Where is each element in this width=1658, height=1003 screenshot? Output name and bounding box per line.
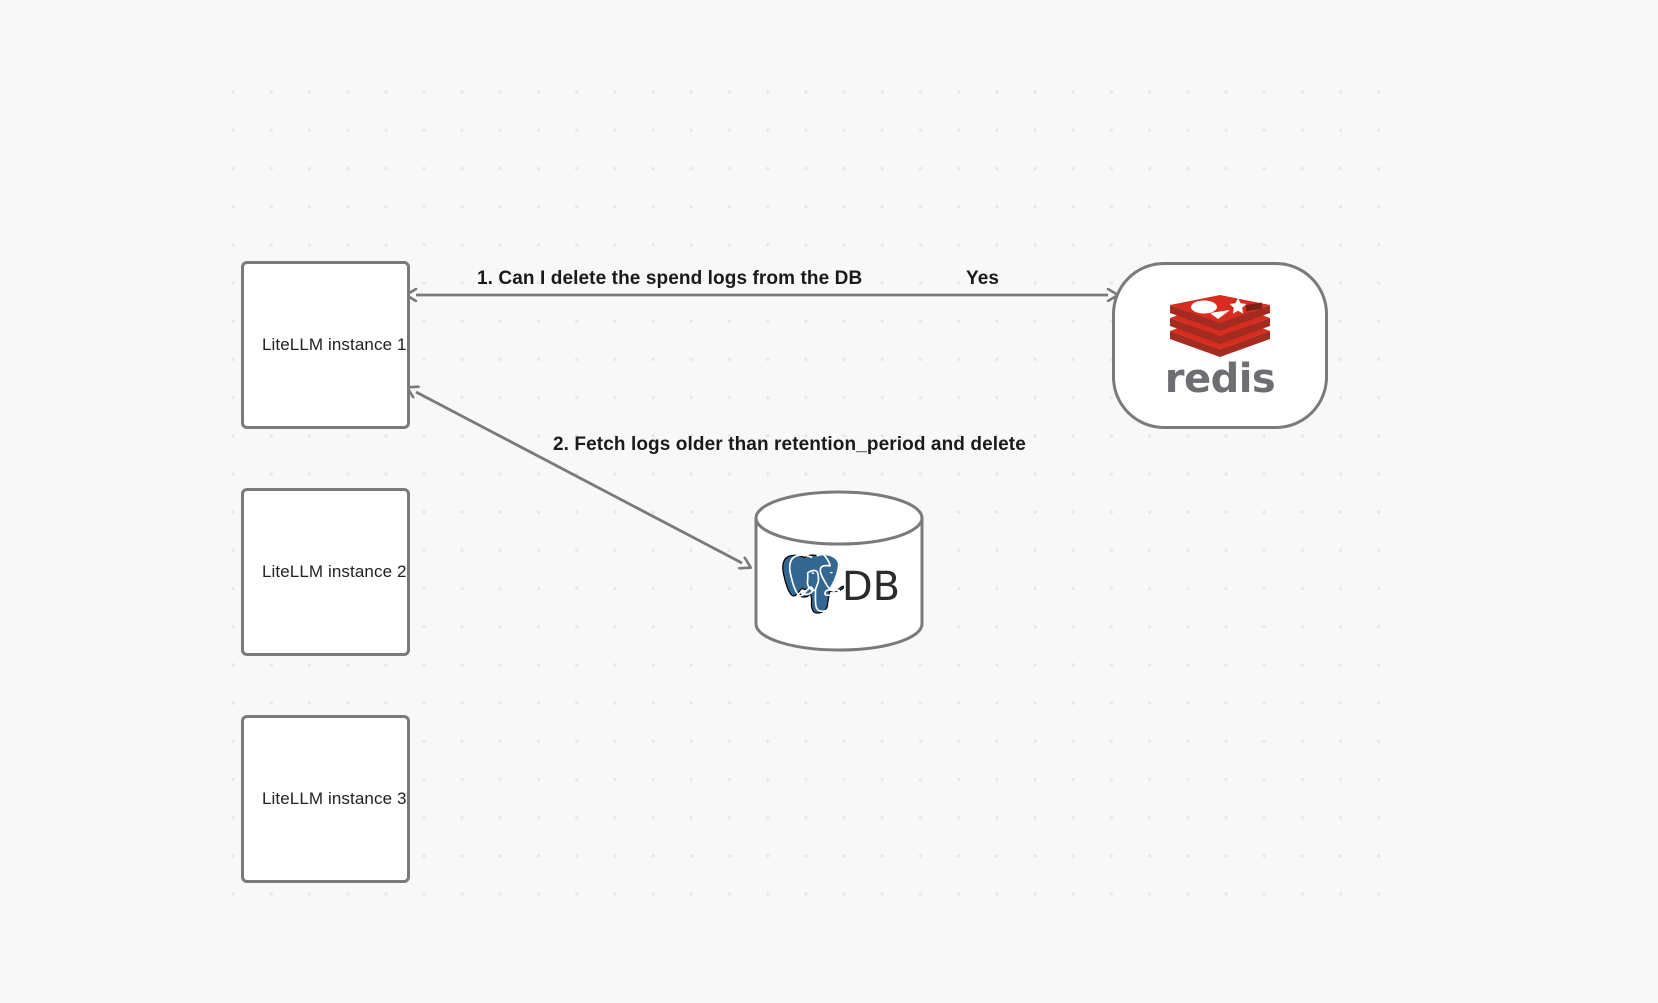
node-label: LiteLLM instance 2 (262, 562, 407, 581)
redis-stack-icon (1169, 294, 1270, 357)
postgresql-elephant-icon (780, 554, 844, 616)
db-logo-group: DB (753, 542, 925, 632)
db-label: DB (841, 564, 901, 610)
node-litellm-instance-1[interactable]: LiteLLM instance 1 (241, 261, 410, 429)
node-label: LiteLLM instance 3 (262, 789, 407, 808)
node-redis[interactable]: redis (1112, 262, 1328, 429)
edge-db-to-instance-1 (416, 392, 742, 563)
node-litellm-instance-2[interactable]: LiteLLM instance 2 (241, 488, 410, 656)
redis-logo-group: redis (1164, 294, 1276, 402)
node-label: LiteLLM instance 1 (262, 335, 407, 354)
node-database[interactable]: DB (753, 490, 925, 652)
edge-label-answer: Yes (966, 268, 1000, 289)
edge-label-fetch-action: 2. Fetch logs older than retention_perio… (553, 434, 1026, 455)
redis-wordmark: redis (1164, 355, 1276, 402)
node-litellm-instance-3[interactable]: LiteLLM instance 3 (241, 715, 410, 883)
cylinder-shape (754, 490, 924, 652)
edge-label-question: 1. Can I delete the spend logs from the … (477, 268, 863, 289)
